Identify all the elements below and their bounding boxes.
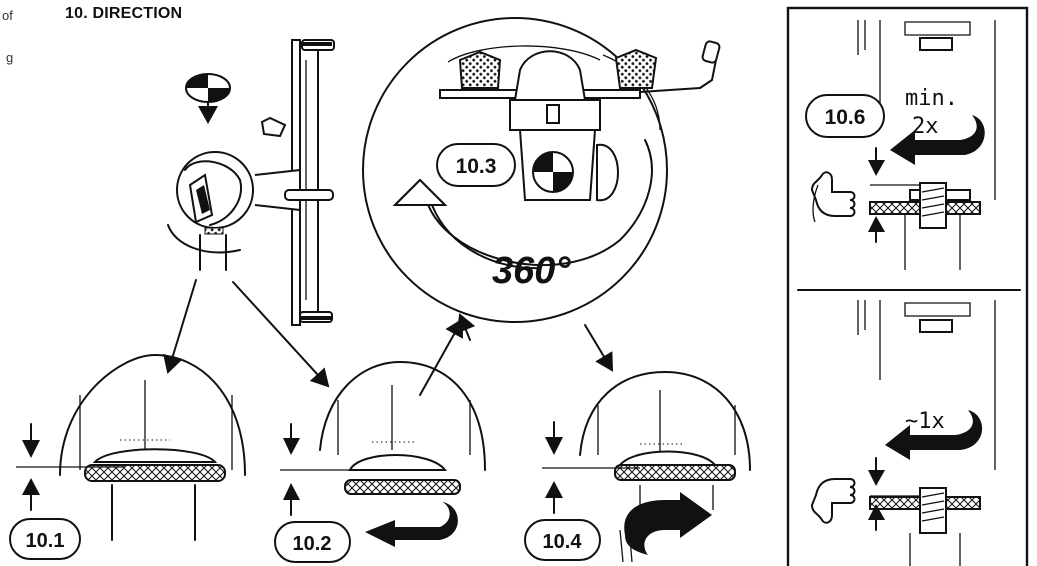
step-label-10-1: 10.1 <box>9 518 81 560</box>
pointer-arrow <box>163 279 197 374</box>
detail-10-4 <box>542 371 751 563</box>
detail-10-1 <box>16 354 246 541</box>
turns-count-label: 2x <box>912 114 939 139</box>
pointer-arrow <box>584 324 614 372</box>
step-label-10-4: 10.4 <box>524 519 601 561</box>
svg-text:10.1: 10.1 <box>26 530 65 552</box>
panel-top-correct: min. 2x <box>810 20 996 270</box>
adjustment-panel: min. 2x 10.6 ~1x <box>786 6 1029 566</box>
step-label-10-2: 10.2 <box>274 521 351 563</box>
section-heading: 10. DIRECTION <box>65 5 183 22</box>
edge-text-fragment: g <box>6 50 14 65</box>
pointer-arrow <box>232 281 330 388</box>
pointer-arrow <box>419 318 463 396</box>
target-symbol-icon <box>185 73 231 124</box>
svg-text:10.4: 10.4 <box>543 531 583 553</box>
turns-min-label: min. <box>905 86 958 111</box>
pointer-arrow <box>456 313 476 341</box>
rotation-label: 360° <box>492 250 571 292</box>
detail-10-2 <box>280 361 486 547</box>
edge-text-fragment: of <box>2 8 13 23</box>
panel-bottom-incorrect: ~1x <box>810 300 996 566</box>
turns-approx-label: ~1x <box>905 409 945 434</box>
rotation-diagram <box>362 17 721 323</box>
svg-text:10.2: 10.2 <box>293 533 332 555</box>
svg-text:10.3: 10.3 <box>456 155 497 178</box>
step-label-10-3: 10.3 <box>436 143 516 187</box>
tablet-holder-drawing <box>167 39 335 326</box>
svg-text:10.6: 10.6 <box>825 106 866 129</box>
step-label-10-6: 10.6 <box>805 94 885 138</box>
